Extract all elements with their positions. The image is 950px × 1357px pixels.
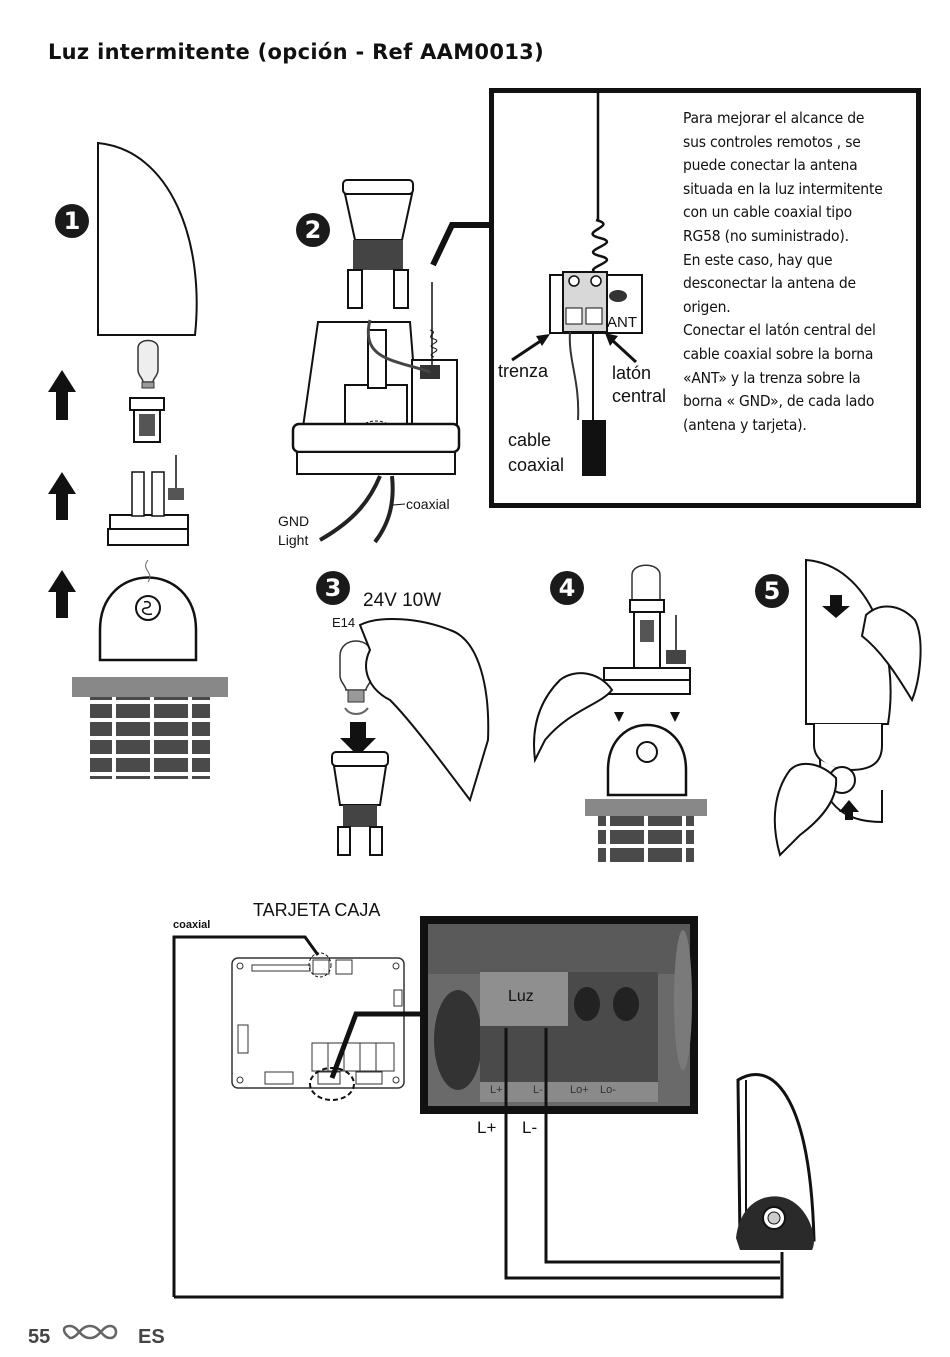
- step1-up-arrows: [48, 370, 76, 618]
- coaxial-label: coaxial: [406, 496, 450, 512]
- page-number: 55: [28, 1326, 51, 1348]
- l-minus-label: L-: [522, 1118, 538, 1137]
- step3-bulb-insertion-illustration: [331, 617, 490, 856]
- step5-cover-illustration: [773, 558, 922, 857]
- language-code: ES: [138, 1326, 165, 1348]
- ant-label: ANT: [607, 314, 637, 331]
- step-number-5: 5: [755, 574, 789, 608]
- luz-label: Luz: [508, 988, 534, 1005]
- step-number-1: 1: [55, 204, 89, 238]
- brand-logo-icon: [62, 1324, 118, 1340]
- wiring-coaxial-label: coaxial: [173, 919, 211, 931]
- page-title: Luz intermitente (opción - Ref AAM0013): [48, 40, 544, 64]
- step1-socket-illustration: [129, 397, 165, 443]
- l-plus-label: L+: [477, 1118, 497, 1137]
- step2-lamp-illustration: [342, 179, 414, 309]
- board-title: TARJETA CAJA: [253, 900, 381, 920]
- step4-mounting-illustration: [533, 564, 707, 864]
- socket-label: E14: [332, 615, 356, 630]
- terminal-label-lo-minus: Lo-: [600, 1084, 616, 1096]
- flasher-illustration: [736, 1072, 816, 1250]
- terminal-label-l-plus: L+: [490, 1084, 503, 1096]
- cable-coaxial-label: cable coaxial: [508, 430, 565, 475]
- terminal-label-l-minus: L-: [533, 1084, 543, 1096]
- step2-base-illustration: [291, 282, 461, 544]
- step1-cover-illustration: [97, 141, 198, 336]
- terminal-photo: [420, 916, 698, 1114]
- step1-bulb-illustration: [137, 339, 159, 389]
- trenza-label: trenza: [498, 361, 549, 381]
- laton-central-label: latón central: [612, 363, 667, 406]
- terminal-label-lo-plus: Lo+: [570, 1084, 589, 1096]
- bulb-spec-label: 24V 10W: [363, 590, 442, 611]
- info-box-text: Para mejorar el alcance de sus controles…: [683, 109, 883, 434]
- step1-base-illustration: [107, 455, 189, 546]
- step-number-4: 4: [550, 571, 584, 605]
- step1-mount-illustration: [72, 559, 228, 779]
- board-diagram: [231, 952, 405, 1101]
- step-number-3: 3: [316, 571, 350, 605]
- step-number-2: 2: [296, 213, 330, 247]
- gnd-light-label: GND Light: [278, 513, 310, 548]
